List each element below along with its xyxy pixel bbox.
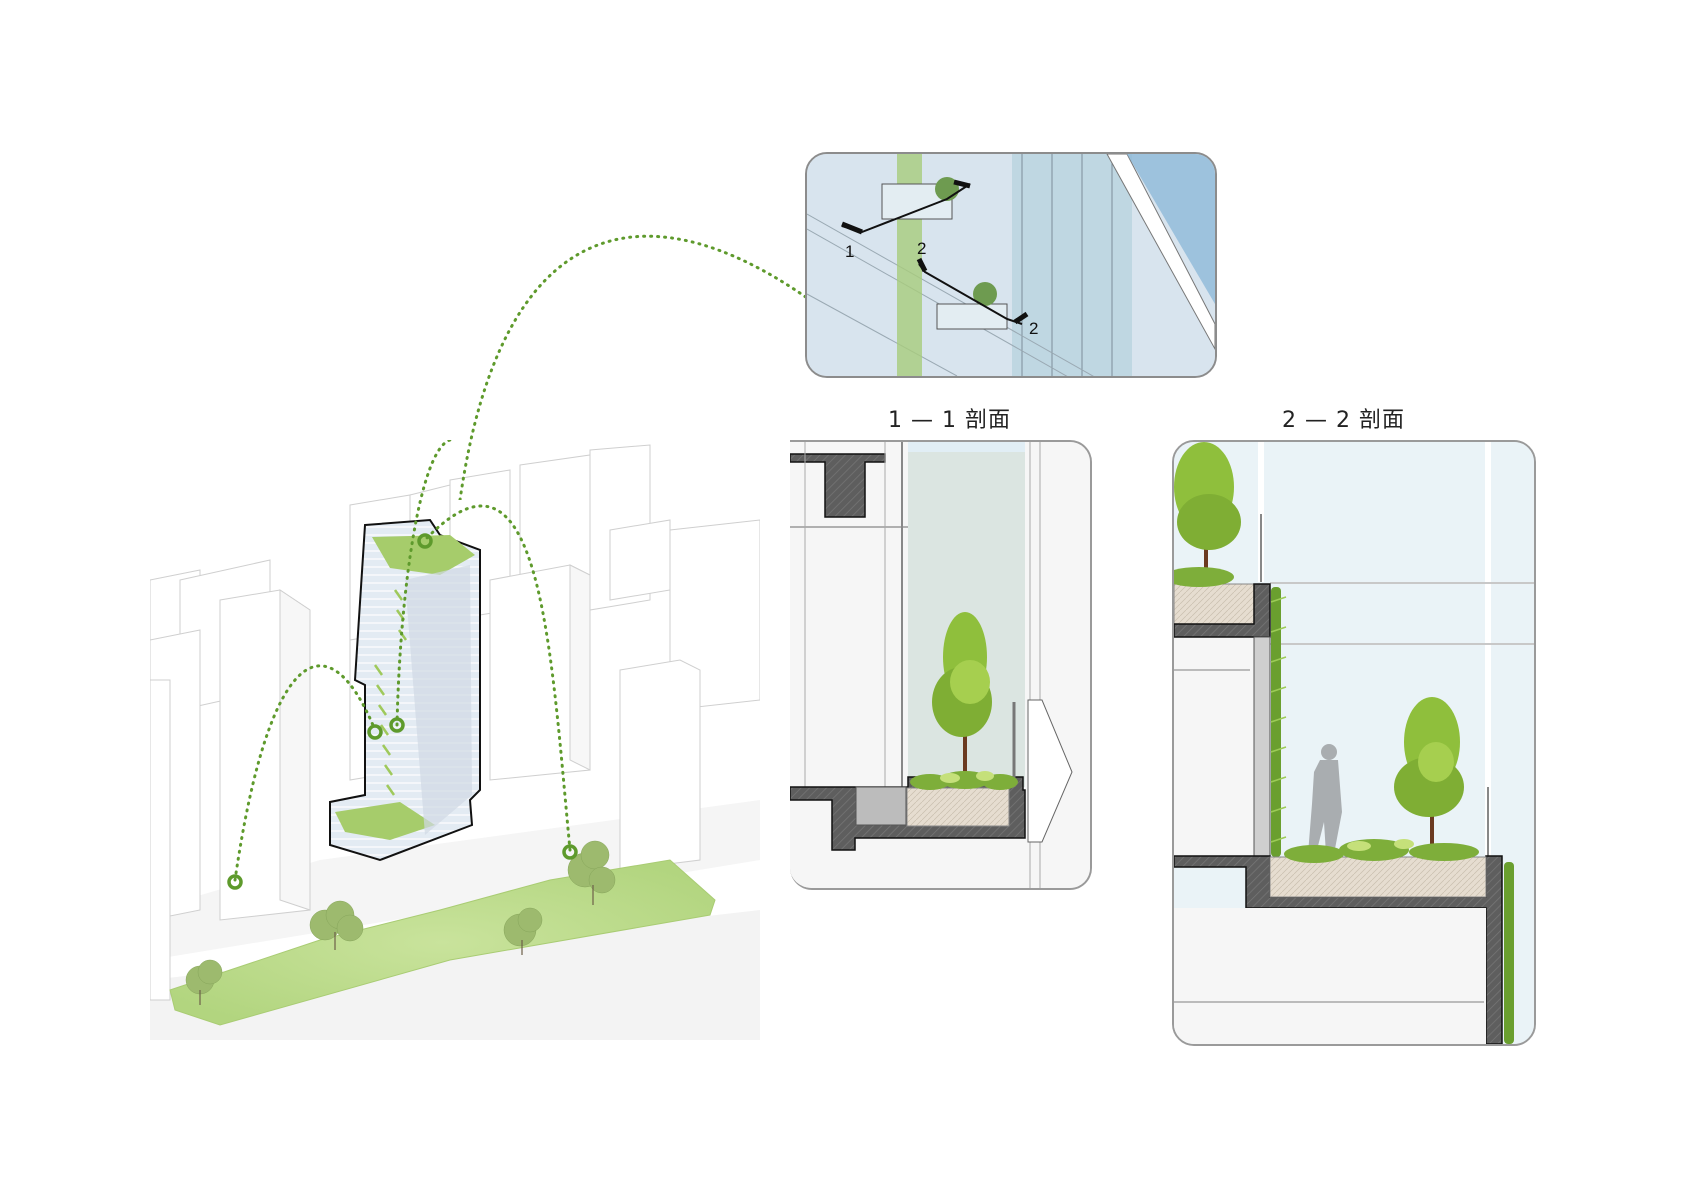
axonometric-drawing [150, 440, 760, 1040]
section-mark-2-top: 2 [917, 239, 926, 258]
section-1-1-title: 1 — 1 剖面 [888, 408, 1011, 433]
section-1-1-panel [790, 440, 1092, 890]
facade-detail-inset: 1 2 2 [805, 152, 1217, 378]
section-2-2-title: 2 — 2 剖面 [1282, 408, 1405, 433]
site-axonometric [150, 440, 760, 1040]
tree-icon [1394, 697, 1464, 852]
section-2-2-panel [1172, 440, 1536, 1046]
section-mark-2-bottom: 2 [1029, 319, 1038, 338]
tower [329, 518, 481, 862]
person-silhouette-icon [1308, 744, 1342, 854]
green-point-markers [227, 533, 578, 890]
tree-icon [932, 612, 992, 772]
section-mark-1: 1 [845, 242, 854, 261]
tree-icon [1174, 442, 1241, 587]
connector-arc [458, 234, 812, 500]
